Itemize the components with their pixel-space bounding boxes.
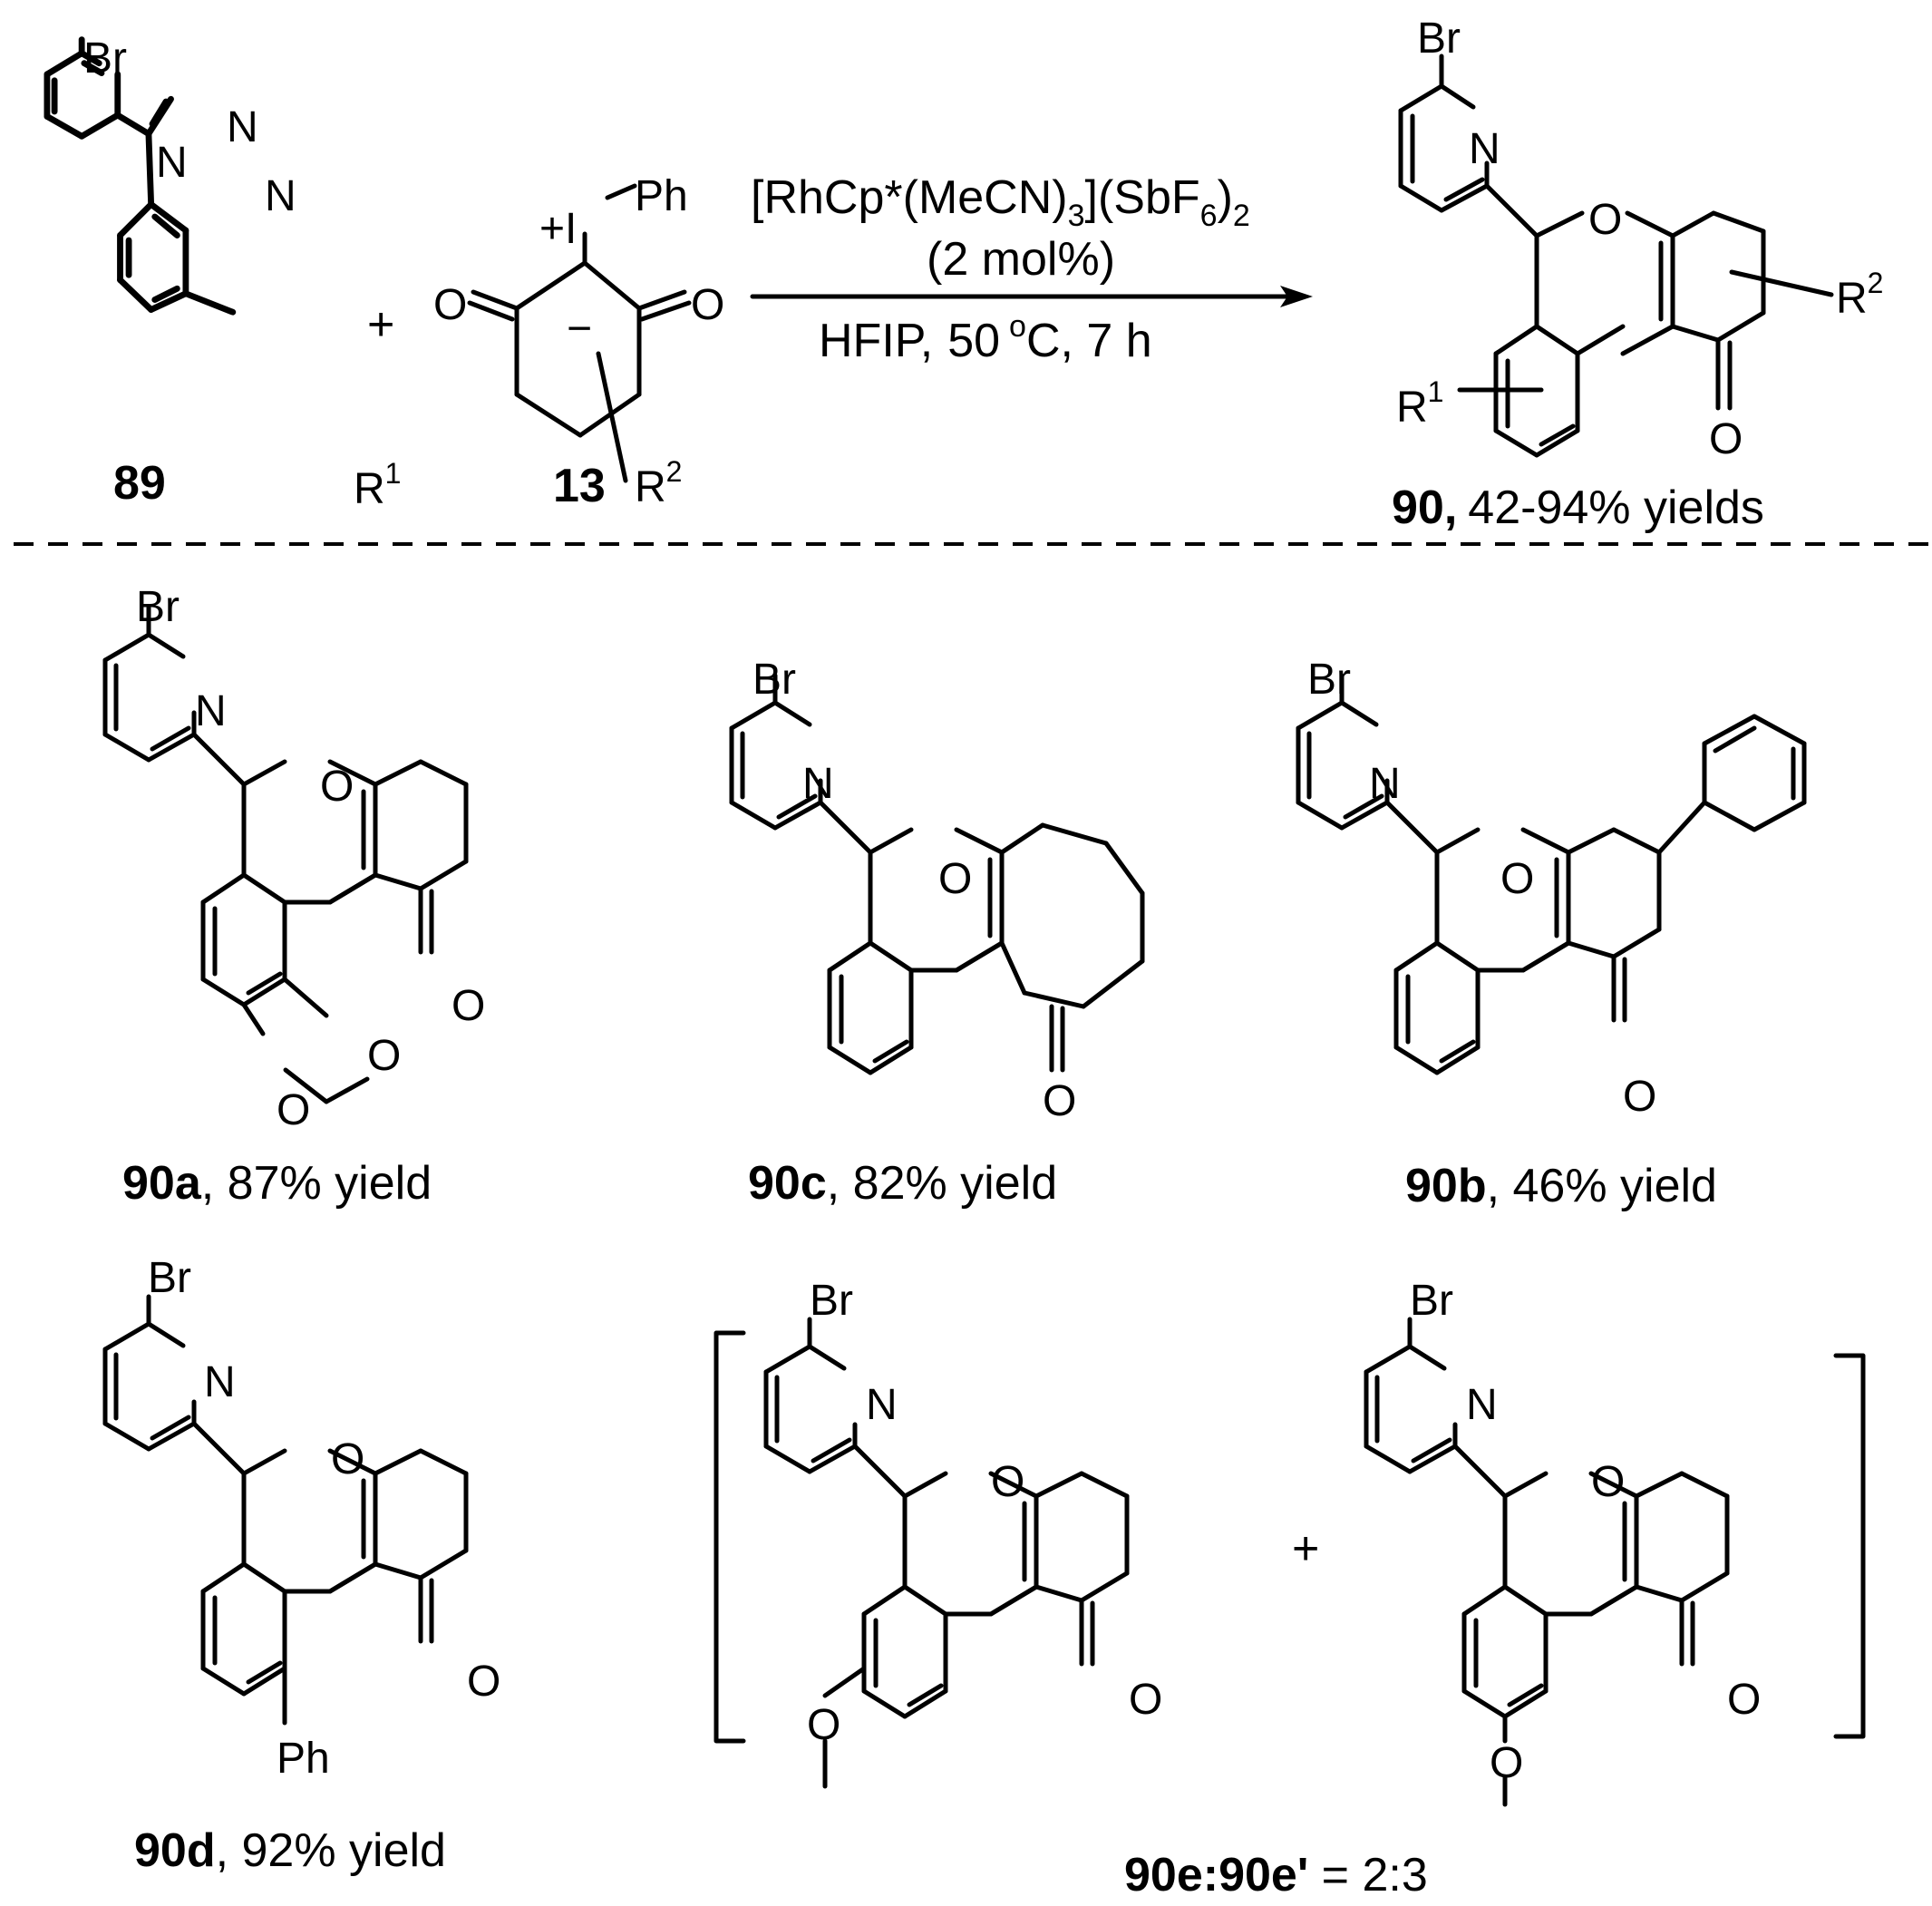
ratio-caption: 90e:90e' = 2:3 [1124, 1849, 1428, 1901]
o-label: O [1043, 1077, 1076, 1125]
minus-charge: − [567, 305, 592, 353]
o-label: O [331, 1435, 364, 1483]
br-label: Br [752, 656, 796, 704]
o-label: O [991, 1458, 1024, 1506]
plus-sign: + [367, 298, 394, 351]
r1-label: R1 [354, 457, 401, 513]
o-label: O [451, 982, 485, 1030]
br-label: Br [810, 1277, 853, 1325]
caption-90c: 90c, 82% yield [748, 1157, 1057, 1210]
reactant-89 [44, 36, 237, 316]
br-label: Br [83, 34, 127, 83]
compound-label-13: 13 [553, 460, 606, 512]
n-label: N [1469, 125, 1500, 173]
ph-label: Ph [277, 1735, 330, 1783]
br-label: Br [1307, 656, 1351, 704]
br-label: Br [136, 583, 180, 631]
o-label: O [277, 1086, 310, 1134]
n-label: N [156, 139, 188, 187]
n-label: N [204, 1358, 236, 1406]
o-label: O [1727, 1676, 1761, 1724]
br-label: Br [148, 1254, 191, 1302]
isomer-brackets [714, 1330, 1866, 1744]
example-90a [105, 608, 466, 1104]
o-label: O [1129, 1676, 1162, 1724]
o-label: O [433, 281, 467, 329]
r2-label: R2 [1836, 267, 1883, 323]
caption-90b: 90b, 46% yield [1405, 1160, 1717, 1212]
n-label: N [195, 687, 227, 735]
n-label: N [802, 760, 834, 808]
n-label: N [265, 172, 296, 220]
o-label: O [1591, 1458, 1625, 1506]
example-90d [105, 1297, 466, 1726]
example-90c [732, 676, 1145, 1073]
n-label: N [866, 1381, 898, 1429]
product-caption: 90,42-94% yields [1392, 481, 1764, 534]
o-label: O [367, 1032, 401, 1080]
caption-90d: 90d, 92% yield [134, 1824, 446, 1877]
isomer-plus: + [1292, 1522, 1319, 1575]
n-label: N [227, 103, 258, 151]
reaction-arrow [750, 286, 1313, 307]
br-label: Br [1417, 15, 1461, 63]
o-label: O [1623, 1073, 1656, 1121]
n-label: N [1369, 760, 1401, 808]
example-90e [766, 1319, 1127, 1789]
ph-label: Ph [635, 172, 688, 220]
o-label: O [1588, 196, 1622, 244]
o-label: O [1490, 1739, 1523, 1787]
iodonium-label: +I [539, 205, 577, 253]
catalyst-label: [RhCp*(MeCN)3](SbF6)2 [751, 171, 1250, 233]
o-label: O [807, 1701, 840, 1749]
br-label: Br [1410, 1277, 1453, 1325]
catalyst-loading: (2 mol%) [927, 233, 1115, 286]
reactant-13 [467, 183, 692, 483]
n-label: N [1466, 1381, 1498, 1429]
o-label: O [320, 763, 354, 811]
o-label: O [1709, 415, 1743, 463]
caption-90a: 90a, 87% yield [122, 1157, 432, 1210]
o-label: O [691, 281, 724, 329]
r2-label: R2 [635, 455, 682, 511]
product-90 [1398, 53, 1834, 458]
compound-label-89: 89 [113, 457, 166, 510]
r1-label: R1 [1396, 375, 1443, 432]
example-90e-prime [1366, 1319, 1727, 1807]
example-90b [1298, 676, 1807, 1073]
o-label: O [1500, 855, 1534, 903]
o-label: O [467, 1658, 500, 1706]
o-label: O [938, 855, 972, 903]
